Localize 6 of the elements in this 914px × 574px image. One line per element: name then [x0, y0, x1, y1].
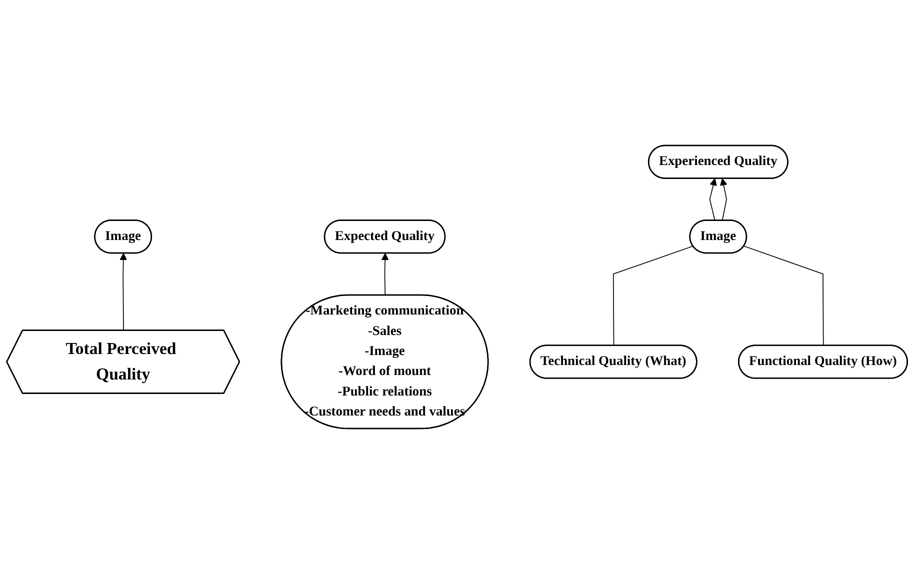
connector [744, 246, 824, 346]
arrow [709, 178, 717, 222]
arrow [720, 178, 728, 222]
arrow [120, 253, 128, 332]
connector [612, 246, 694, 346]
arrow [381, 253, 389, 296]
